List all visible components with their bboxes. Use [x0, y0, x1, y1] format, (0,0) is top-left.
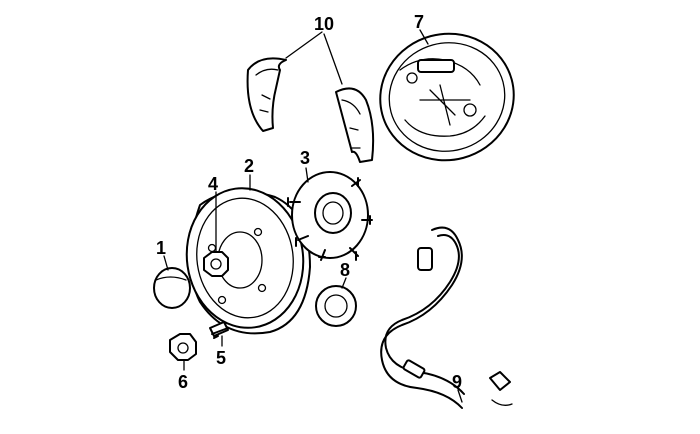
callout-10: 10 — [314, 14, 334, 34]
leader-lines — [163, 29, 463, 403]
abs-sensor-wire-part — [380, 226, 513, 409]
callout-3: 3 — [300, 148, 310, 168]
callout-5: 5 — [216, 348, 226, 368]
callout-4: 4 — [208, 174, 218, 194]
callout-2: 2 — [244, 156, 254, 176]
backing-plate-part — [379, 32, 515, 162]
wheel-stud-part — [209, 321, 229, 339]
brake-drum-part — [185, 187, 311, 335]
callout-labels: 10 7 2 3 4 1 8 5 6 9 — [156, 12, 462, 392]
callout-7: 7 — [414, 12, 424, 32]
callout-8: 8 — [340, 260, 350, 280]
hub-part — [287, 171, 373, 261]
hub-nut-part — [203, 251, 229, 277]
brake-shoes-part — [246, 57, 375, 163]
callout-1: 1 — [156, 238, 166, 258]
callout-9: 9 — [452, 372, 462, 392]
hub-cap-part — [153, 267, 191, 309]
callout-6: 6 — [178, 372, 188, 392]
oil-seal-part — [315, 285, 357, 327]
lug-nut-part — [169, 333, 197, 361]
